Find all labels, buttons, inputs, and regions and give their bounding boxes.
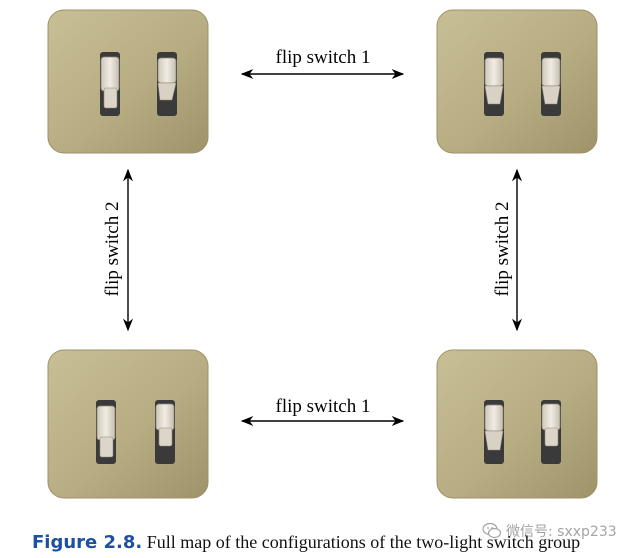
toggle-2-up <box>541 403 561 447</box>
switch-plate-top-left <box>47 9 209 154</box>
label-flip-switch-2-left: flip switch 2 <box>102 202 123 297</box>
figure-number: Figure 2.8. <box>32 532 143 553</box>
label-flip-switch-1-top: flip switch 1 <box>276 47 371 68</box>
toggle-1-down <box>484 57 504 105</box>
label-flip-switch-1-bottom: flip switch 1 <box>276 396 371 417</box>
watermark: 微信号: sxxp233 <box>482 520 617 542</box>
toggle-1-up <box>96 405 116 458</box>
figure-caption: Figure 2.8. Full map of the configuratio… <box>32 530 632 554</box>
toggle-2-up <box>155 403 175 447</box>
toggle-2-down <box>541 57 561 105</box>
switch-plate-bottom-right <box>436 349 598 499</box>
toggle-1-down <box>484 404 504 451</box>
switch-plate-top-right <box>436 9 598 154</box>
label-flip-switch-2-right: flip switch 2 <box>492 202 513 297</box>
wechat-icon <box>482 522 502 539</box>
caption-text: Full map of the configurations of the tw… <box>146 532 581 552</box>
watermark-text: 微信号: sxxp233 <box>506 524 617 540</box>
switch-plate-bottom-left <box>47 349 209 499</box>
toggle-1-up <box>100 56 120 109</box>
toggle-2-down <box>157 57 177 101</box>
